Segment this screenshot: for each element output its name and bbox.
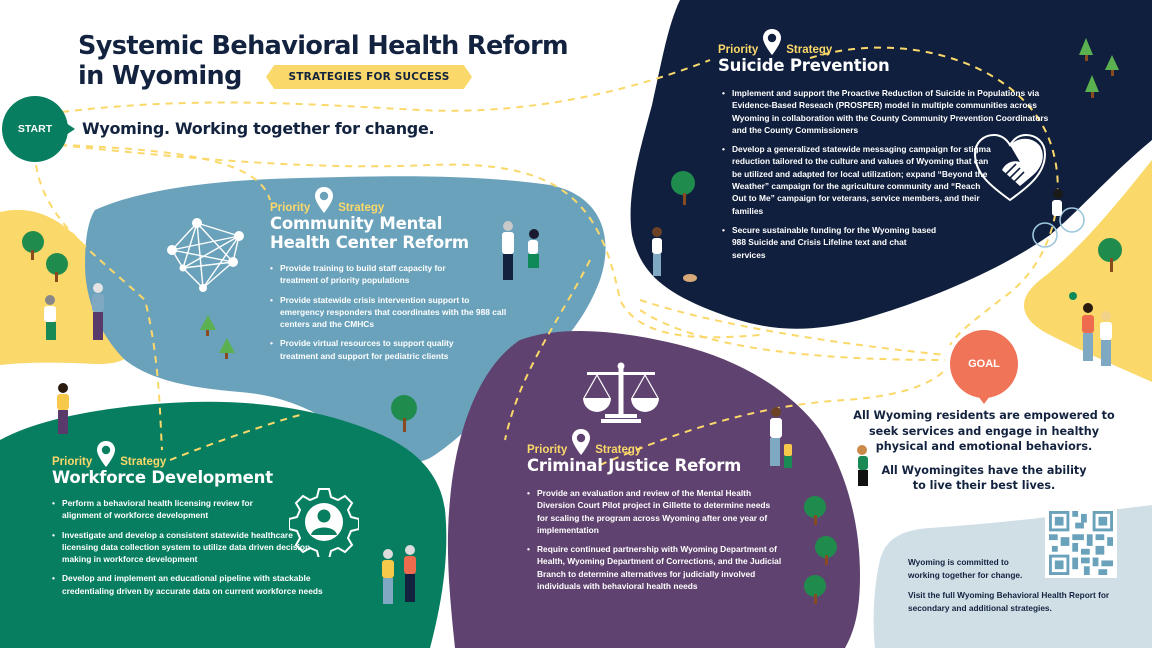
priority-text: Priority xyxy=(270,202,311,214)
bullet-item: Provide virtual resources to support qua… xyxy=(270,337,480,362)
location-pin-icon xyxy=(97,441,116,467)
priority-text: Priority xyxy=(527,444,568,456)
right-yellow-region xyxy=(1023,160,1152,382)
goal-marker: GOAL xyxy=(950,330,1018,404)
strategy-text: Strategy xyxy=(595,444,642,456)
bullet-list: Provide an evaluation and review of the … xyxy=(527,487,782,592)
goal-label: GOAL xyxy=(968,358,1000,370)
title-line-2: in Wyoming xyxy=(78,61,242,91)
section-title: Community Mental Health Center Reform xyxy=(270,214,510,252)
title-line-1: Systemic Behavioral Health Reform xyxy=(78,31,569,61)
bullet-item: Perform a behavioral health licensing re… xyxy=(52,497,262,522)
dashed-path xyxy=(35,46,1059,466)
section-cmhc-reform: Priority Strategy Community Mental Healt… xyxy=(270,186,510,369)
title-line-2: Health Center Reform xyxy=(270,233,469,252)
qr-code-icon[interactable] xyxy=(1045,508,1117,578)
section-criminal-justice-reform: Priority Strategy Criminal Justice Refor… xyxy=(527,428,782,599)
bullet-list: Perform a behavioral health licensing re… xyxy=(52,497,352,597)
priority-text: Priority xyxy=(718,44,759,56)
priority-strategy-label: Priority Strategy xyxy=(270,186,510,214)
start-marker: START xyxy=(2,96,75,162)
network-icon xyxy=(167,218,244,292)
priority-strategy-label: Priority Strategy xyxy=(718,28,1057,56)
goal-statements: All Wyoming residents are empowered to s… xyxy=(850,408,1118,502)
location-pin-icon xyxy=(572,429,591,455)
bullet-item: Provide an evaluation and review of the … xyxy=(527,487,782,536)
priority-text: Priority xyxy=(52,456,93,468)
tree-icons xyxy=(22,38,1122,604)
gear-person-icon xyxy=(289,488,359,557)
bullet-item: Secure sustainable funding for the Wyomi… xyxy=(722,224,937,261)
bullet-list: Implement and support the Proactive Redu… xyxy=(722,87,1057,261)
location-pin-icon xyxy=(763,29,782,55)
footer-report-link: Visit the full Wyoming Behavioral Health… xyxy=(908,590,1110,613)
section-suicide-prevention: Priority Strategy Suicide Prevention Imp… xyxy=(718,28,1057,268)
bullet-item: Develop and implement an educational pip… xyxy=(52,572,352,597)
bullet-item: Provide training to build staff capacity… xyxy=(270,262,470,287)
priority-strategy-label: Priority Strategy xyxy=(527,428,782,456)
priority-strategy-label: Priority Strategy xyxy=(52,440,352,468)
section-workforce-development: Priority Strategy Workforce Development … xyxy=(52,440,352,604)
section-title: Workforce Development xyxy=(52,468,273,487)
strategy-text: Strategy xyxy=(338,202,385,214)
qr-code-graphic xyxy=(1049,511,1113,575)
people-illustrations xyxy=(44,189,1112,604)
bullet-item: Investigate and develop a consistent sta… xyxy=(52,529,317,566)
strategy-text: Strategy xyxy=(786,44,833,56)
footer-text: Wyoming is committed to working together… xyxy=(908,556,1123,622)
section-title: Criminal Justice Reform xyxy=(527,456,742,475)
strategy-text: Strategy xyxy=(120,456,167,468)
scales-of-justice-icon xyxy=(583,362,659,423)
bullet-item: Implement and support the Proactive Redu… xyxy=(722,87,1057,136)
bullet-list: Provide training to build staff capacity… xyxy=(270,262,510,362)
section-title: Suicide Prevention xyxy=(718,56,890,75)
tagline: Wyoming. Working together for change. xyxy=(82,119,435,138)
location-pin-icon xyxy=(315,187,334,213)
bullet-item: Require continued partnership with Wyomi… xyxy=(527,543,782,592)
bullet-item: Provide statewide crisis intervention su… xyxy=(270,294,510,331)
goal-statement-2: All Wyomingites have the ability to live… xyxy=(881,463,1087,493)
goal-statement-1: All Wyoming residents are empowered to s… xyxy=(853,409,1115,453)
start-label: START xyxy=(17,123,53,135)
footer-commitment: Wyoming is committed to working together… xyxy=(908,557,1023,580)
page-title: Systemic Behavioral Health Reform in Wyo… xyxy=(78,31,638,91)
strategies-badge: STRATEGIES FOR SUCCESS xyxy=(266,65,472,89)
title-line-1: Community Mental xyxy=(270,214,443,233)
bullet-item: Develop a generalized statewide messagin… xyxy=(722,143,997,217)
heart-handshake-icon xyxy=(973,133,1047,202)
